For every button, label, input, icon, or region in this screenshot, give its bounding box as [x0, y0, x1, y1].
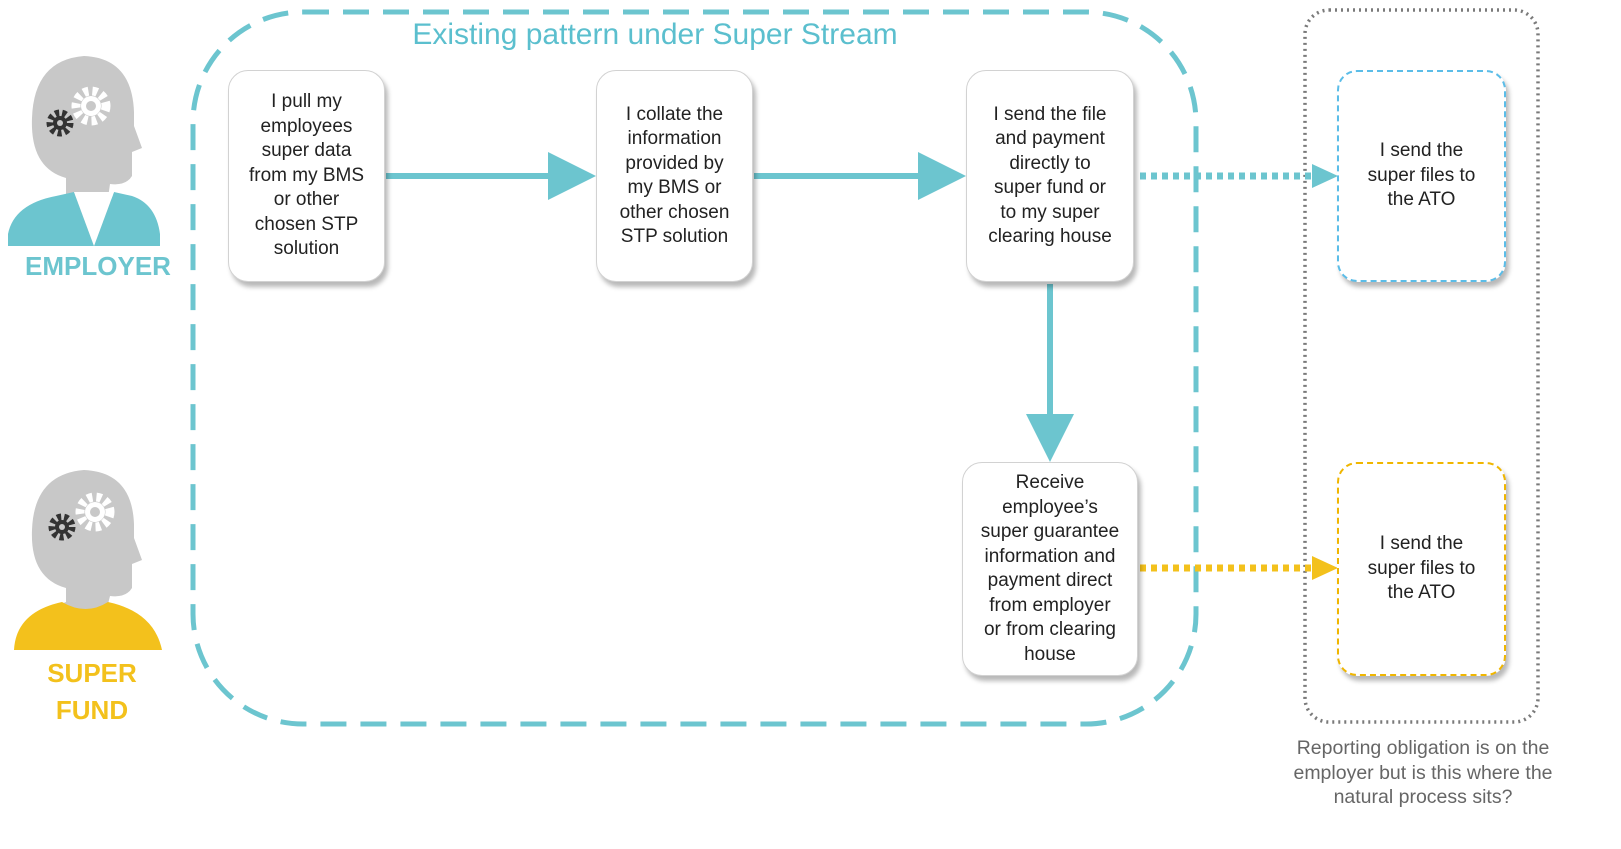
step-employer-send-ato: I send the super files to the ATO — [1337, 70, 1506, 282]
super-fund-avatar — [14, 470, 162, 650]
arrow-send-to-ato-employer — [1140, 164, 1338, 188]
step-send-to-fund: I send the file and payment directly to … — [966, 70, 1134, 282]
step-receive-guarantee: Receive employee’s super guarantee infor… — [962, 462, 1138, 676]
arrow-receive-to-ato-fund — [1140, 556, 1338, 580]
gear-icon — [46, 109, 74, 137]
gear-icon — [71, 86, 111, 126]
existing-pattern-frame — [190, 9, 1199, 727]
step-collate-info: I collate the information provided by my… — [596, 70, 753, 282]
step-fund-send-ato: I send the super files to the ATO — [1337, 462, 1506, 676]
gear-icon — [48, 513, 76, 541]
step-pull-data: I pull my employees super data from my B… — [228, 70, 385, 282]
reporting-obligation-note: Reporting obligation is on the employer … — [1293, 737, 1553, 808]
frame-title: Existing pattern under Super Stream — [412, 18, 898, 51]
employer-avatar — [8, 56, 160, 246]
gear-icon — [75, 492, 115, 532]
employer-label: EMPLOYER — [25, 251, 171, 281]
super-fund-label: SUPER FUND — [47, 658, 137, 725]
